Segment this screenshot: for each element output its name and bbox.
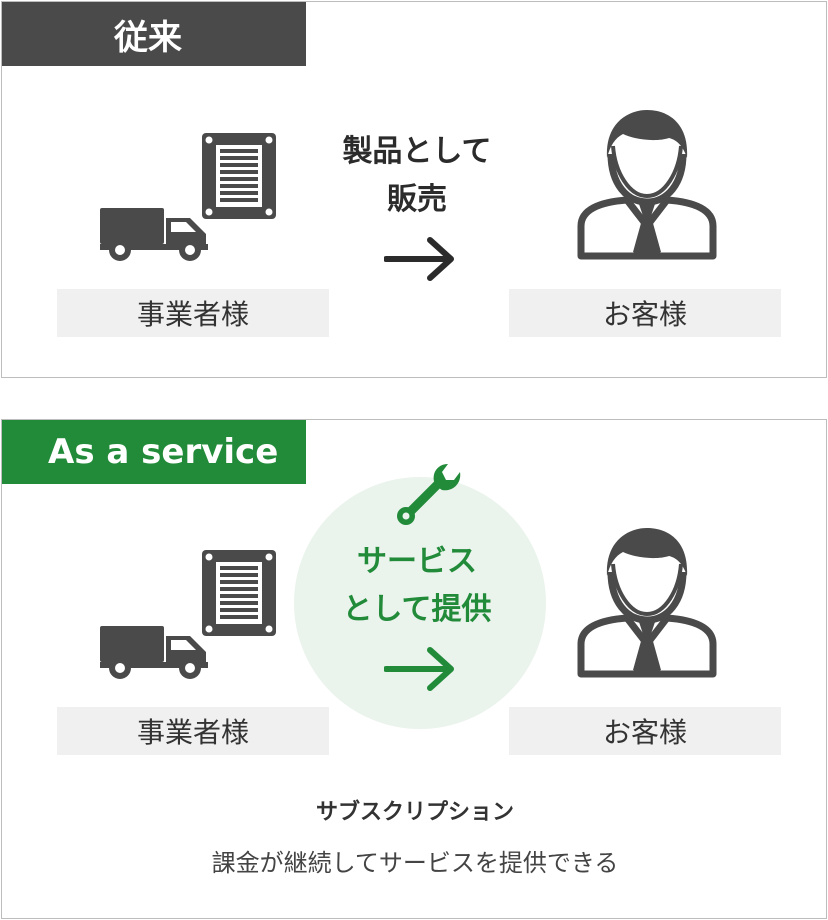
service-caption-title: サブスクリプション (315, 800, 514, 825)
service-customer-label: お客様 (509, 707, 781, 755)
service-action-text: サービス として提供 (312, 538, 522, 634)
service-business-label-text: 事業者様 (136, 716, 249, 749)
product-panel-icon (202, 550, 276, 636)
truck-icon (100, 208, 208, 261)
traditional-business-label-text: 事業者様 (136, 298, 249, 331)
service-action-line2: として提供 (342, 592, 492, 627)
service-caption-subtitle: 課金が継続してサービスを提供できる (211, 849, 619, 877)
arrow-right-icon (384, 237, 454, 281)
traditional-customer-label: お客様 (509, 289, 781, 337)
customer-person-icon (577, 110, 717, 260)
arrow-right-icon (384, 647, 454, 691)
traditional-panel: 従来 製品として 販売 事業者様 (1, 1, 827, 378)
service-action-line1: サービス (357, 544, 477, 579)
service-tag-label: As a service (48, 432, 279, 472)
traditional-action-line2: 販売 (387, 182, 447, 217)
traditional-action-line1: 製品として (342, 134, 492, 169)
product-panel-icon (202, 133, 276, 219)
service-business-label: 事業者様 (57, 707, 329, 755)
traditional-action-text: 製品として 販売 (312, 128, 522, 224)
traditional-business-label: 事業者様 (57, 289, 329, 337)
truck-icon (100, 626, 208, 679)
service-customer-label-text: お客様 (602, 716, 687, 749)
traditional-customer-label-text: お客様 (602, 298, 687, 331)
wrench-icon (397, 464, 461, 525)
service-panel: As a service サービス として提供 (1, 419, 827, 919)
customer-person-icon (577, 528, 717, 678)
service-tag: As a service (2, 420, 306, 484)
service-highlight-circle (294, 477, 546, 729)
traditional-tag-label: 従来 (114, 17, 182, 58)
traditional-tag: 従来 (2, 2, 306, 66)
